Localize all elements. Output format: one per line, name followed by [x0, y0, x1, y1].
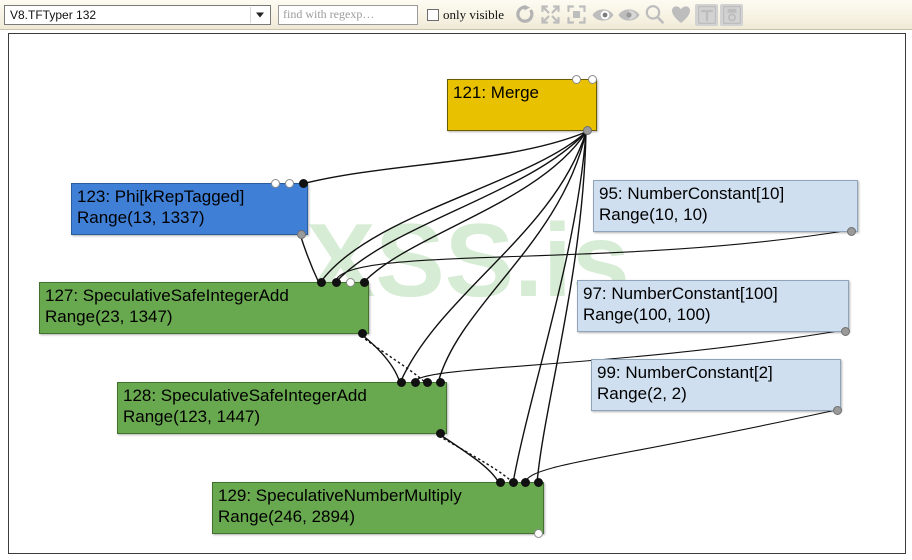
- edge-121-to-127a: [319, 131, 587, 284]
- edge-99-to-129: [524, 409, 837, 484]
- node-title: 121: Merge: [453, 83, 539, 102]
- node-title: 129: SpeculativeNumberMultiply: [218, 486, 462, 505]
- output-port[interactable]: [297, 230, 306, 239]
- number-constant-100-node[interactable]: 97: NumberConstant[100] Range(100, 100): [577, 280, 850, 336]
- output-port[interactable]: [847, 227, 856, 236]
- edge-123-to-127: [299, 233, 320, 284]
- edge-121-to-129a: [512, 131, 587, 484]
- eye-hide-icon[interactable]: [590, 2, 615, 28]
- refresh-icon[interactable]: [512, 2, 537, 28]
- edge-layer: [299, 131, 851, 484]
- edge-121-to-127c: [362, 131, 587, 284]
- text-toggle-icon[interactable]: [695, 3, 719, 26]
- node-range: Range(10, 10): [599, 205, 708, 224]
- heart-icon[interactable]: [668, 2, 693, 28]
- input-port[interactable]: [509, 478, 518, 487]
- dropdown-divider: [250, 6, 251, 23]
- input-port[interactable]: [436, 378, 445, 387]
- input-port[interactable]: [423, 378, 432, 387]
- search-zoom-icon[interactable]: [642, 2, 667, 28]
- input-port[interactable]: [397, 378, 406, 387]
- output-port[interactable]: [358, 329, 367, 338]
- input-port[interactable]: [534, 478, 543, 487]
- input-port[interactable]: [572, 75, 581, 84]
- input-port[interactable]: [496, 478, 505, 487]
- node-select-dropdown[interactable]: V8.TFTyper 132: [4, 4, 271, 25]
- node-range: Range(2, 2): [597, 384, 687, 403]
- chevron-down-icon: [256, 12, 264, 17]
- edge-127-to-128-dotted: [360, 335, 427, 384]
- node-title: 95: NumberConstant[10]: [599, 184, 785, 203]
- number-constant-2-node[interactable]: 99: NumberConstant[2] Range(2, 2): [591, 359, 842, 415]
- input-port[interactable]: [411, 378, 420, 387]
- output-port[interactable]: [583, 126, 592, 135]
- only-visible-checkbox-group[interactable]: only visible: [427, 7, 504, 23]
- input-port[interactable]: [299, 179, 308, 188]
- node-range: Range(123, 1447): [123, 407, 261, 426]
- input-port[interactable]: [271, 179, 280, 188]
- output-port[interactable]: [833, 406, 842, 415]
- input-port[interactable]: [360, 278, 369, 287]
- number-constant-10-node[interactable]: 95: NumberConstant[10] Range(10, 10): [593, 180, 858, 236]
- edge-95-to-127: [334, 229, 851, 284]
- input-port[interactable]: [521, 478, 530, 487]
- eye-show-icon[interactable]: [616, 2, 641, 28]
- edge-121-to-127b: [334, 131, 587, 284]
- search-input[interactable]: [278, 4, 418, 25]
- input-port[interactable]: [346, 278, 355, 287]
- node-range: Range(100, 100): [583, 305, 711, 324]
- node-title: 128: SpeculativeSafeIntegerAdd: [123, 386, 367, 405]
- node-title: 97: NumberConstant[100]: [583, 284, 778, 303]
- expand-icon[interactable]: [538, 2, 563, 28]
- output-port[interactable]: [436, 429, 445, 438]
- input-port[interactable]: [285, 179, 294, 188]
- edge-121-to-129b: [536, 131, 587, 484]
- fit-to-screen-icon[interactable]: [564, 2, 589, 28]
- toolbar-icon-group: [512, 2, 744, 28]
- save-icon[interactable]: [720, 3, 744, 26]
- merge-node[interactable]: 121: Merge: [447, 75, 597, 135]
- edge-121-to-123: [301, 131, 587, 185]
- edge-127-to-128: [360, 333, 401, 384]
- edge-97-to-128: [412, 329, 845, 384]
- output-port[interactable]: [841, 327, 850, 336]
- phi-node[interactable]: 123: Phi[kRepTagged] Range(13, 1337): [71, 179, 308, 239]
- node-range: Range(23, 1347): [45, 307, 173, 326]
- node-range: Range(246, 2894): [218, 507, 356, 526]
- only-visible-label: only visible: [443, 6, 505, 22]
- output-port[interactable]: [534, 529, 543, 538]
- node-title: 123: Phi[kRepTagged]: [77, 187, 245, 206]
- node-title: 99: NumberConstant[2]: [597, 363, 773, 382]
- toolbar: V8.TFTyper 132 only visible: [0, 0, 912, 30]
- input-port[interactable]: [588, 75, 597, 84]
- only-visible-checkbox[interactable]: [427, 8, 439, 21]
- graph-canvas[interactable]: XSS.is: [8, 33, 906, 554]
- node-select-value: V8.TFTyper 132: [10, 7, 97, 22]
- edge-121-to-128a: [399, 131, 587, 384]
- edge-121-to-128b: [437, 131, 587, 384]
- node-title: 127: SpeculativeSafeIntegerAdd: [45, 286, 289, 305]
- input-port[interactable]: [317, 278, 326, 287]
- node-range: Range(13, 1337): [77, 208, 205, 227]
- input-port[interactable]: [332, 278, 341, 287]
